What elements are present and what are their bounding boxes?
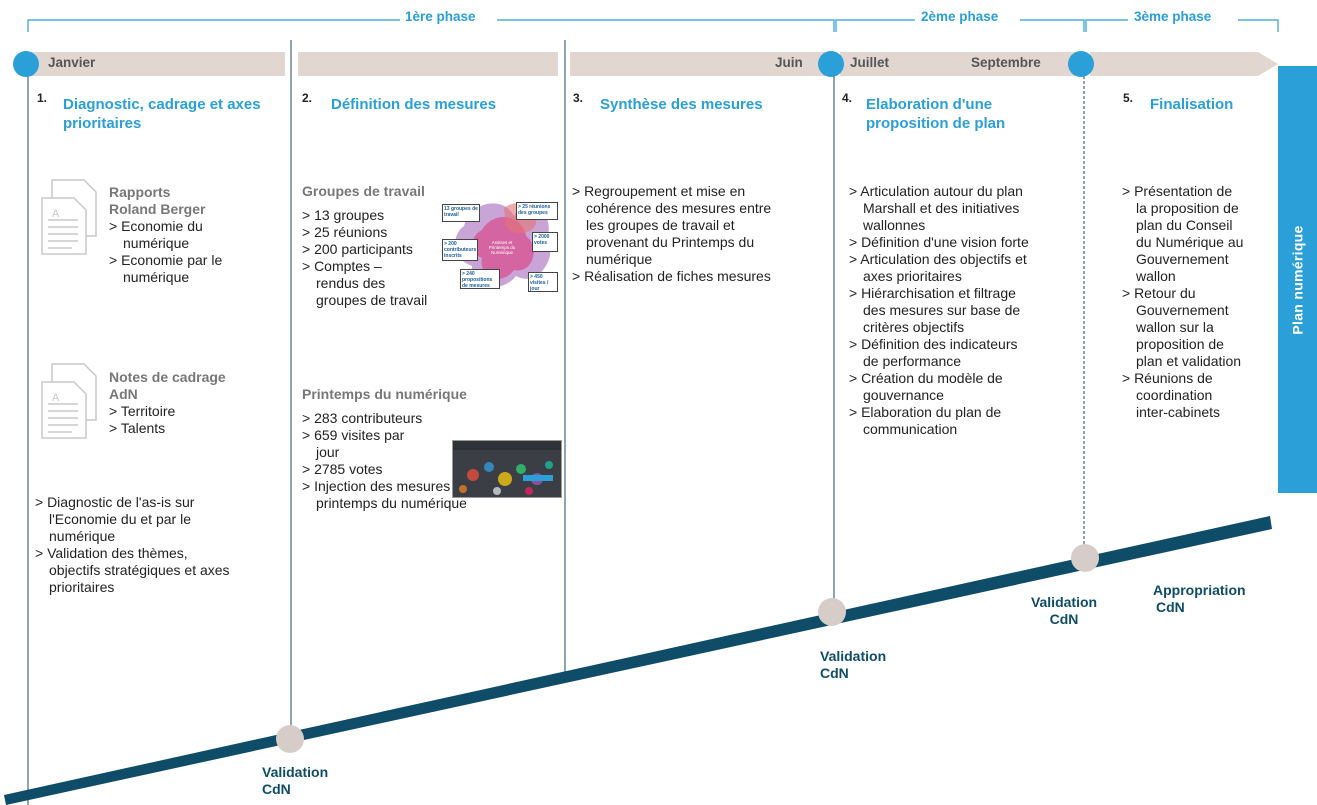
doc1-items: > Economie du numérique > Economie par l… [109, 218, 223, 285]
infographic-box-3: > 200 contributeurs inscrits [442, 239, 478, 261]
step-3-title: Synthèse des mesures [600, 96, 763, 113]
month-september: Septembre [971, 55, 1041, 70]
phase-3-label: 3ème phase [1134, 9, 1212, 24]
banner-arrow [1090, 52, 1278, 76]
infographic-box-4: > 2000 votes [532, 232, 558, 252]
doc2-items: > Territoire > Talents [109, 403, 176, 436]
col3-items: > Regroupement et mise en cohérence des … [572, 183, 772, 284]
plan-numerique-label-wrap: Plan numérique [1278, 66, 1317, 493]
month-june: Juin [775, 55, 803, 70]
banner-segment-2 [298, 52, 558, 76]
phase-1-bracket [27, 19, 835, 32]
step-1-number: 1. [37, 91, 48, 105]
milestone-circle-2 [818, 598, 846, 626]
infographic-box-5: > 240 propositions de mesures [460, 269, 500, 289]
phase-3-bracket [1085, 19, 1279, 32]
month-july: Juillet [850, 55, 890, 70]
milestone-circle-1 [276, 725, 304, 753]
infographic-center: Assises et Printemps du Numérique [488, 240, 516, 255]
groups-items: > 13 groupes > 25 réunions > 200 partici… [302, 207, 428, 308]
milestone-circle-3 [1071, 544, 1099, 572]
col4-items: > Articulation autour du plan Marshall e… [849, 183, 1029, 437]
plan-numerique-box [1278, 66, 1317, 493]
banner-segment-1 [30, 52, 285, 76]
groups-title: Groupes de travail [302, 183, 425, 199]
col5-items: > Présentation de la proposition de plan… [1122, 183, 1244, 420]
website-screenshot-thumbnail [452, 440, 562, 498]
document-icon: A [41, 179, 97, 255]
phase-2-label: 2ème phase [921, 9, 999, 24]
step-5-number: 5. [1123, 91, 1134, 105]
printemps-title: Printemps du numérique [302, 386, 467, 402]
infographic-box-2: > 25 réunions des groupes [516, 202, 558, 220]
phase-1-label: 1ère phase [405, 9, 476, 24]
document-icon: A [41, 363, 97, 439]
banner-segment-3 [570, 52, 828, 76]
infographic-box-1: 13 groupes de travail [442, 204, 480, 222]
progress-diagonal [4, 516, 1272, 805]
printemps-items: > 283 contributeurs > 659 visites par jo… [302, 410, 489, 511]
step-1-title: Diagnostic, cadrage et axes prioritaires [63, 96, 261, 132]
svg-text:A: A [52, 208, 60, 220]
step-4-title: Elaboration d'une proposition de plan [866, 96, 1006, 132]
banner-segment-4 [840, 52, 1078, 76]
assises-infographic: 13 groupes de travail > 25 réunions des … [442, 196, 560, 294]
step-5-title: Finalisation [1150, 96, 1234, 113]
svg-text:A: A [52, 392, 60, 404]
step-2-title: Définition des mesures [331, 96, 497, 113]
step-2-number: 2. [302, 91, 313, 105]
timeline-dot-jan [13, 51, 39, 77]
step-3-number: 3. [573, 91, 584, 105]
plan-numerique-label: Plan numérique [1289, 224, 1306, 335]
infographic-box-6: > 450 visites / jour [528, 272, 558, 292]
month-january: Janvier [48, 55, 96, 70]
timeline-dot-jun [818, 51, 844, 77]
timeline-dot-sep [1068, 51, 1094, 77]
phase-2-bracket [835, 19, 1085, 32]
col1-bullets: > Diagnostic de l'as-is sur l'Economie d… [35, 494, 230, 595]
step-4-number: 4. [842, 91, 853, 105]
